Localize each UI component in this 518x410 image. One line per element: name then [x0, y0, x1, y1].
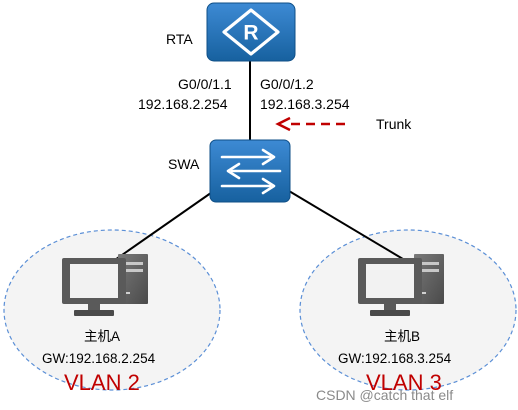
- hostB-vlan: VLAN 3: [366, 370, 442, 395]
- right-interface-ip: 192.168.3.254: [260, 96, 350, 112]
- hostA-vlan: VLAN 2: [64, 370, 140, 395]
- right-interface-name: G0/0/1.2: [260, 76, 314, 92]
- router-name: RTA: [166, 31, 193, 47]
- hostA-name: 主机A: [84, 329, 121, 344]
- left-interface-name: G0/0/1.1: [178, 76, 232, 92]
- hostA-gateway: GW:192.168.2.254: [42, 351, 156, 366]
- trunk-arrow: [275, 116, 345, 132]
- watermark: CSDN @catch that elf: [316, 387, 454, 403]
- switch-hostB-link: [283, 187, 409, 263]
- switch-hostA-link: [111, 187, 219, 263]
- hostB-computer-icon[interactable]: [358, 254, 444, 316]
- switch-icon[interactable]: [209, 139, 291, 203]
- trunk-label: Trunk: [376, 116, 412, 132]
- hostB-gateway: GW:192.168.3.254: [338, 351, 452, 366]
- hostA-computer-icon[interactable]: [62, 254, 148, 316]
- router-icon[interactable]: R: [206, 2, 296, 62]
- svg-text:R: R: [243, 22, 258, 45]
- hostB-name: 主机B: [384, 329, 421, 344]
- left-interface-ip: 192.168.2.254: [138, 96, 228, 112]
- switch-name: SWA: [168, 156, 200, 172]
